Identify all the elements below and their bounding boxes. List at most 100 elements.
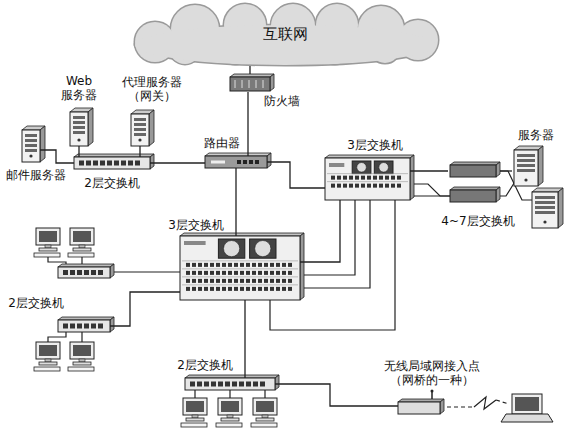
web-server: Web 服务器 <box>70 110 88 146</box>
pc-screen <box>39 345 57 356</box>
server-front <box>70 112 88 146</box>
pc-base <box>39 248 57 251</box>
server-drive <box>134 118 146 121</box>
switch-port <box>190 382 195 387</box>
switch-port <box>218 382 223 387</box>
switch-port <box>264 271 268 275</box>
switch-port <box>84 270 89 275</box>
switch-port <box>343 176 347 180</box>
pc-monitor <box>36 342 60 359</box>
network-cable <box>275 384 398 406</box>
switch-port <box>288 287 292 291</box>
proxy-server: 代理服务器 （网关） <box>131 112 149 146</box>
switch-port <box>228 287 232 291</box>
wireless-access-point: 无线局域网接入点 （网桥的一种） <box>398 400 440 414</box>
fan <box>224 241 240 257</box>
router-icon <box>205 153 271 168</box>
switch-port <box>349 176 353 180</box>
switch-port <box>240 263 244 267</box>
pc-icon <box>216 398 242 427</box>
server-drive <box>73 121 85 124</box>
switch-port <box>276 271 280 275</box>
switch-port <box>91 324 96 329</box>
laptop-screen <box>515 397 539 411</box>
device-label: 代理服务器 （网关） <box>122 76 182 104</box>
switch-port <box>210 287 214 291</box>
switch-port <box>282 287 286 291</box>
pc-base <box>39 362 57 365</box>
server-drive <box>535 201 555 204</box>
network-cable <box>150 162 205 163</box>
switch-port <box>276 279 280 283</box>
device-side <box>440 399 444 414</box>
fan <box>357 163 367 173</box>
switch-port <box>232 382 237 387</box>
switch-port <box>186 279 190 283</box>
switch-port <box>77 270 82 275</box>
device-label-group: 2层交换机 <box>177 359 233 373</box>
device-side <box>110 264 114 278</box>
device-label-group: 2层交换机 <box>8 297 64 311</box>
server-icon <box>70 108 93 146</box>
switch-port <box>246 271 250 275</box>
laptop-base <box>501 414 553 422</box>
pc-stand <box>227 415 233 418</box>
server-drive <box>134 128 146 131</box>
network-cable <box>500 170 512 171</box>
switch-port <box>186 287 190 291</box>
network-cable <box>40 150 74 163</box>
switch-port <box>282 271 286 275</box>
server-drive <box>25 139 37 142</box>
server-drive <box>535 206 555 209</box>
pc-screen <box>256 401 274 412</box>
layer2-switch: 2层交换机 <box>74 157 150 169</box>
server-icon <box>514 146 543 186</box>
fan-module <box>218 239 244 258</box>
device-side <box>275 375 279 390</box>
device-front <box>450 190 496 202</box>
device-label: 3层交换机 <box>347 139 403 153</box>
device-front <box>58 320 110 332</box>
internet-cloud: 互联网 <box>115 2 455 64</box>
switch-port <box>135 161 140 166</box>
pc-monitor <box>36 228 60 245</box>
switch-port <box>331 176 335 180</box>
network-wire <box>440 406 474 407</box>
switch-port <box>270 271 274 275</box>
router-port <box>243 160 247 164</box>
pc-keyboard <box>34 367 60 371</box>
router-port <box>249 160 253 164</box>
switch-port <box>114 161 119 166</box>
device-side <box>300 233 304 300</box>
status-panel <box>329 163 344 167</box>
network-cable <box>300 200 340 262</box>
network-wire <box>229 390 230 398</box>
switch-port <box>100 161 105 166</box>
switch-port <box>288 271 292 275</box>
switch-port <box>216 271 220 275</box>
pc-keyboard <box>68 367 94 371</box>
switch-port <box>192 271 196 275</box>
switch-port <box>397 184 401 188</box>
pc-icon <box>68 228 94 257</box>
network-wire <box>81 332 82 342</box>
device-side <box>496 162 500 177</box>
pc-base <box>256 418 274 421</box>
layer2-switch: 2层交换机 <box>185 378 275 390</box>
device-side <box>410 155 414 200</box>
switch-port <box>210 279 214 283</box>
pc-keyboard <box>68 253 94 257</box>
server-icon <box>532 188 563 228</box>
device-side <box>270 74 274 91</box>
switch-port <box>228 263 232 267</box>
switch-port <box>264 263 268 267</box>
device-label-group: 邮件服务器 <box>6 169 66 183</box>
pc-base <box>73 362 91 365</box>
switch-port <box>121 161 126 166</box>
device-label: 防火墙 <box>264 95 300 109</box>
pc-stand <box>262 415 268 418</box>
network-wire <box>496 400 509 404</box>
switch-port <box>258 271 262 275</box>
firewall-slot <box>235 80 236 88</box>
switch-port <box>379 176 383 180</box>
